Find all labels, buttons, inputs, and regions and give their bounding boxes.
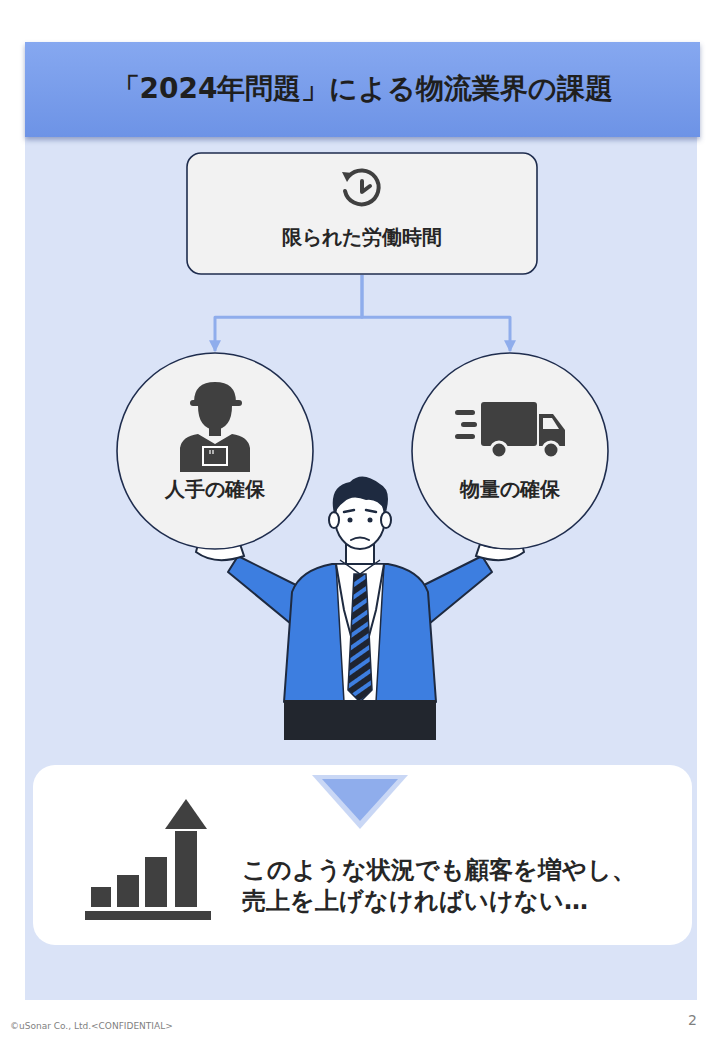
page-number: 2 <box>688 1012 697 1028</box>
goal-circle: 人手の確保 <box>116 352 314 550</box>
node-icon <box>85 799 211 920</box>
connector-arrow <box>362 275 510 351</box>
node-icon <box>455 402 565 458</box>
node-shape <box>411 352 609 550</box>
diagram-title: 「2024年問題」による物流業界の課題 <box>112 70 614 108</box>
node-text: 限られた労働時間 <box>186 224 538 250</box>
node-icon <box>342 170 379 204</box>
node-text: このような状況でも顧客を増やし、 売上を上げなければいけない… <box>242 855 672 917</box>
conclusion-box: このような状況でも顧客を増やし、 売上を上げなければいけない… <box>33 765 692 945</box>
goal-circle: 物量の確保 <box>411 352 609 550</box>
node-text: 人手の確保 <box>116 476 314 502</box>
connector-arrow <box>215 275 362 351</box>
node-icon <box>312 775 408 829</box>
copyright-note: ©uSonar Co., Ltd.<CONFIDENTIAL> <box>10 1021 173 1031</box>
node-text: 物量の確保 <box>411 476 609 502</box>
issue-box: 限られた労働時間 <box>186 152 538 275</box>
node-shape <box>116 352 314 550</box>
node-shape <box>186 152 538 275</box>
node-shape <box>33 765 692 945</box>
node-icon <box>180 382 250 472</box>
